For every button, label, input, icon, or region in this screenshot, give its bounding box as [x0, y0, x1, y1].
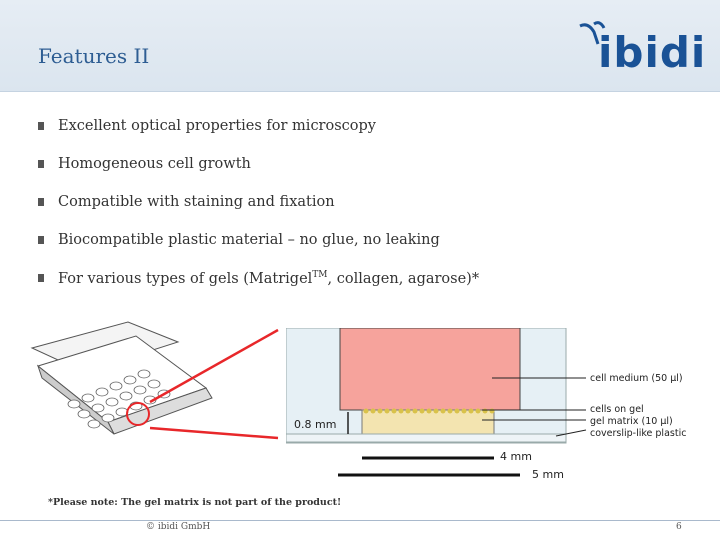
cell-medium-label: cell medium (50 µl) — [590, 373, 683, 384]
footer-copyright: © ibidi GmbH — [146, 522, 211, 532]
gel-matrix-region — [361, 409, 495, 435]
height-label: 0.8 mm — [294, 418, 336, 431]
coverslip-label: coverslip-like plastic — [590, 428, 686, 439]
slide-title: Features II — [38, 44, 150, 68]
gel-matrix-label: gel matrix (10 µl) — [590, 416, 673, 427]
gel-footnote: *Please note: The gel matrix is not part… — [48, 497, 342, 508]
footer-divider — [0, 520, 720, 521]
bullet-marker-icon — [38, 122, 44, 130]
well-cross-section-diagram: 0.8 mm cell medium (50 µl) cells on gel … — [286, 328, 686, 481]
bullet-marker-icon — [38, 160, 44, 168]
bullet-marker-icon — [38, 236, 44, 244]
cell-medium-region — [339, 328, 521, 411]
ibidi-logo-icon — [579, 21, 606, 45]
bullet-item: Biocompatible plastic material – no glue… — [38, 232, 479, 270]
bullet-item: Excellent optical properties for microsc… — [38, 118, 479, 156]
cells-on-gel-label: cells on gel — [590, 404, 644, 415]
slide-header: Features II ibidi — [0, 0, 720, 92]
logo-text: ibidi — [598, 28, 707, 77]
scale-5mm-label: 5 mm — [532, 468, 564, 481]
slide-product-illustration — [30, 321, 213, 435]
bullet-marker-icon — [38, 198, 44, 206]
feature-list: Excellent optical properties for microsc… — [38, 118, 479, 308]
page-number: 6 — [676, 522, 682, 532]
bullet-item: Homogeneous cell growth — [38, 156, 479, 194]
bullet-marker-icon — [38, 274, 44, 282]
bullet-item: For various types of gels (MatrigelTM, c… — [38, 270, 479, 308]
bullet-item: Compatible with staining and fixation — [38, 194, 479, 232]
scale-4mm-label: 4 mm — [500, 450, 532, 463]
